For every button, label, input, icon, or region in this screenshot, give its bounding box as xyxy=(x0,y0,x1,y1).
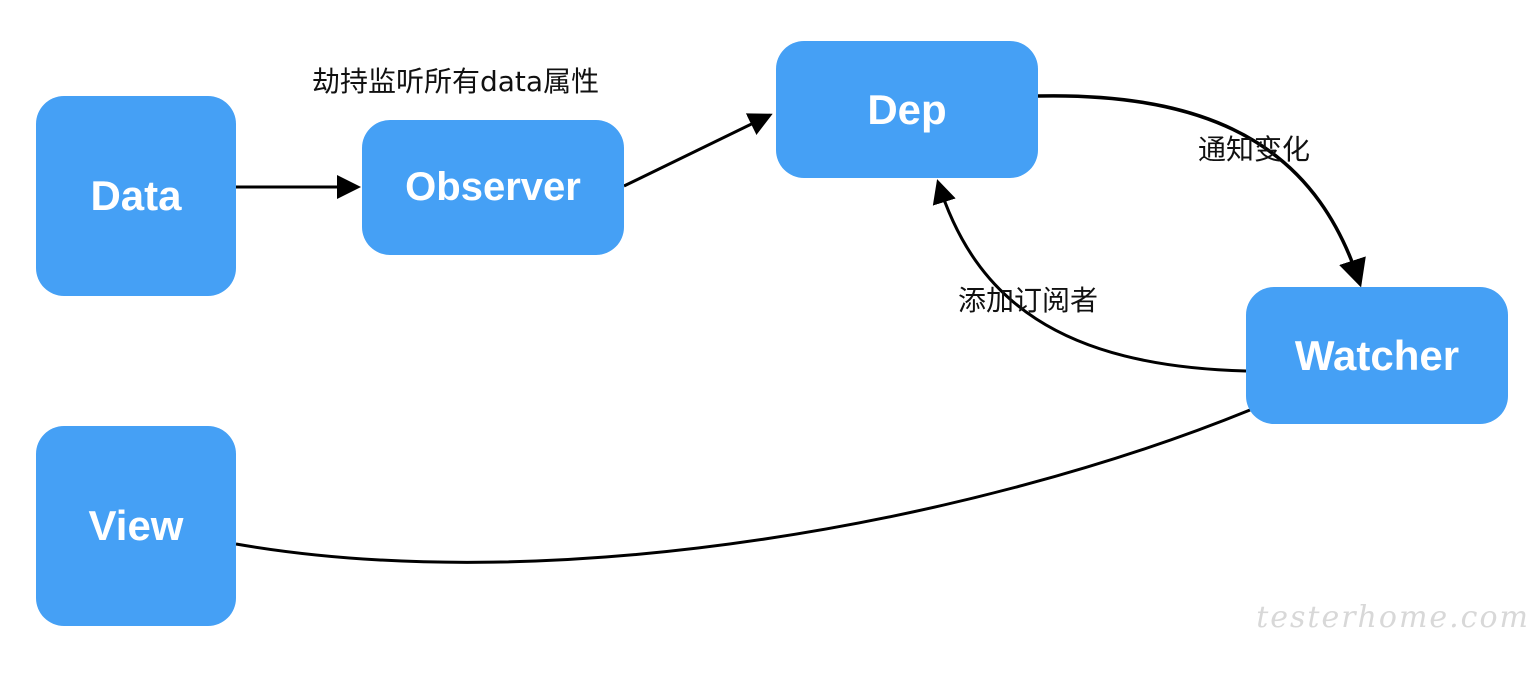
edge-dep-to-watcher xyxy=(1037,94,1366,288)
observe-edge-label: 劫持监听所有data属性 xyxy=(312,65,600,98)
edge-watcher-to-dep xyxy=(932,179,1247,373)
dep-node: Dep xyxy=(776,41,1038,178)
subscribe-edge-label: 添加订阅者 xyxy=(958,284,1099,317)
watcher-node: Watcher xyxy=(1246,287,1508,424)
data-node: Data xyxy=(36,96,236,296)
observer-node: Observer xyxy=(362,120,624,255)
notify-edge-label: 通知变化 xyxy=(1198,133,1311,166)
edge-observer-to-dep xyxy=(623,113,773,188)
view-node: View xyxy=(36,426,236,626)
watermark: testerhome.com xyxy=(1256,600,1530,635)
edge-watcher-to-view xyxy=(235,408,1251,564)
